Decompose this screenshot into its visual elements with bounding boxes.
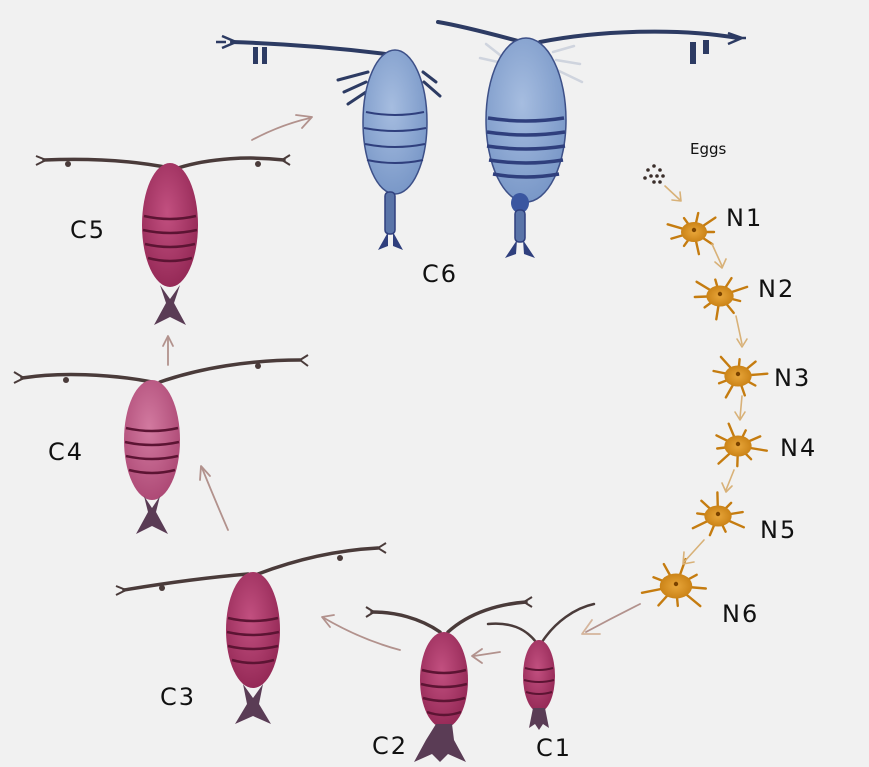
nauplius-n2 — [695, 278, 747, 319]
label-n1: N1 — [726, 204, 763, 232]
label-eggs: Eggs — [690, 140, 727, 158]
label-c6: C6 — [422, 260, 458, 288]
label-c4: C4 — [48, 438, 84, 466]
c6-adult-left — [216, 36, 440, 250]
label-c3: C3 — [160, 683, 196, 711]
label-n3: N3 — [774, 364, 811, 392]
nauplius-n1 — [668, 213, 716, 254]
nauplius-n5 — [693, 493, 744, 536]
nauplius-n4 — [717, 424, 767, 467]
label-c1: C1 — [536, 734, 572, 762]
label-n5: N5 — [760, 516, 797, 544]
nauplius-stages — [642, 213, 767, 606]
nauplius-n3 — [714, 357, 768, 398]
label-n6: N6 — [722, 600, 759, 628]
label-n2: N2 — [758, 275, 795, 303]
eggs-cluster — [643, 164, 665, 184]
label-c2: C2 — [372, 732, 408, 760]
c1-copepodite — [488, 604, 594, 730]
nauplius-n6 — [642, 559, 706, 606]
label-c5: C5 — [70, 216, 106, 244]
label-n4: N4 — [780, 434, 817, 462]
c3-copepodite — [116, 543, 386, 724]
